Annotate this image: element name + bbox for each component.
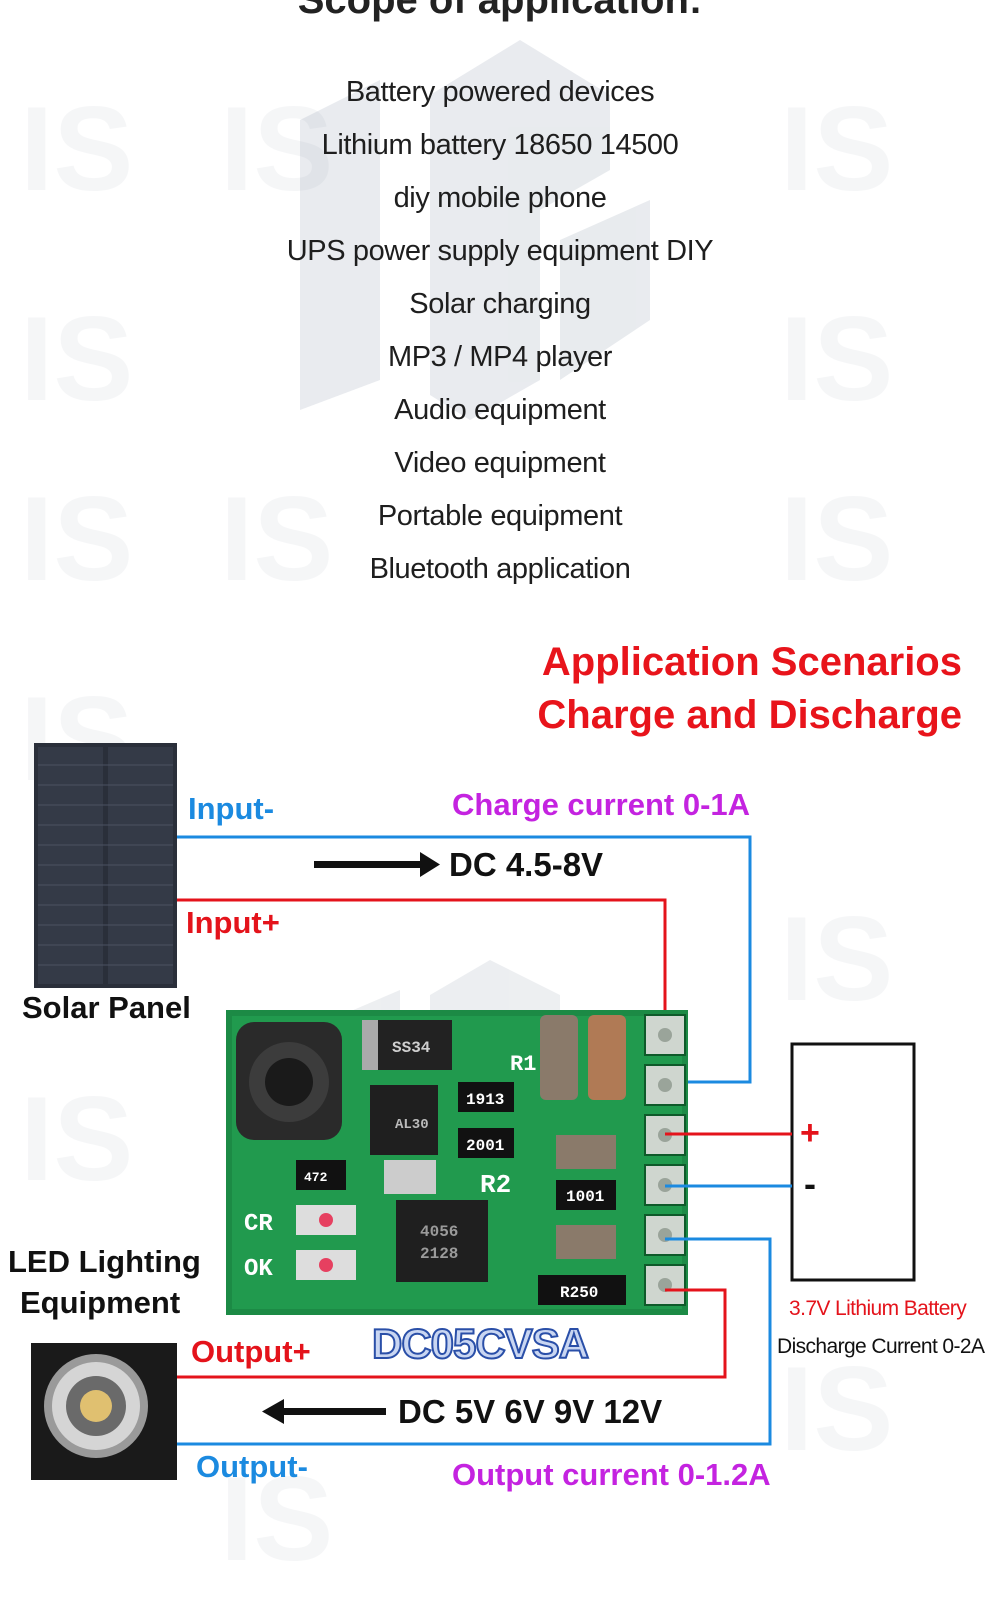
led-equipment-label-line2: Equipment [20,1285,181,1320]
svg-text:IS: IS [780,1342,893,1476]
input-minus-label: Input- [188,791,275,826]
dc-input-label: DC 4.5-8V [449,846,604,883]
list-item: Video equipment [394,447,606,479]
list-item: Portable equipment [377,500,623,532]
list-item: MP3 / MP4 player [387,341,613,373]
charge-current-label: Charge current 0-1A [452,787,751,822]
svg-text:IS: IS [780,892,893,1026]
pcb-res3-mark: 1001 [566,1188,604,1206]
output-plus-wire [177,1288,727,1379]
scenario-title-line1: Application Scenarios [541,640,962,684]
output-plus-label: Output+ [191,1334,311,1369]
scenario-title-line2: Charge and Discharge [537,693,962,737]
pcb-cr-mark: CR [244,1211,273,1238]
arrow-right-icon [314,852,440,877]
solar-panel-image [34,743,177,988]
pcb-ic2-line2: 2128 [420,1245,458,1263]
pcb-res2-mark: 2001 [466,1137,504,1155]
pcb-ic1-mark: AL30 [395,1117,429,1133]
solar-panel-label: Solar Panel [22,990,191,1025]
dc-output-label: DC 5V 6V 9V 12V [398,1393,663,1430]
pcb-res1-mark: 1913 [466,1091,504,1109]
battery-plus-sign: + [800,1114,820,1152]
arrow-left-icon [262,1399,386,1424]
svg-text:IS: IS [780,82,893,216]
svg-text:IS: IS [220,82,333,216]
input-plus-wire [177,898,667,1030]
pcb-res5-mark: 472 [304,1170,328,1185]
battery-label: 3.7V Lithium Battery [789,1297,967,1320]
led-equipment-label-line1: LED Lighting [8,1244,201,1279]
list-item: UPS power supply equipment DIY [286,235,714,267]
svg-text:IS: IS [220,1452,333,1586]
svg-text:IS: IS [20,472,133,606]
list-item: Audio equipment [394,394,606,426]
battery-box [790,1042,916,1282]
pcb-diode-mark: SS34 [392,1039,431,1057]
pcb-module: SS34 R1 R2 AL30 1913 2001 1001 R250 472 … [226,1010,688,1315]
pcb-res4-mark: R250 [560,1284,598,1302]
input-plus-label: Input+ [186,905,280,940]
list-item: Lithium battery 18650 14500 [321,129,679,161]
svg-text:IS: IS [20,292,133,426]
list-item: Battery powered devices [345,76,655,108]
battery-minus-sign: - [804,1163,816,1204]
module-model-label: DC05CVSA [371,1319,590,1368]
output-minus-wire [177,1237,772,1446]
list-item: Bluetooth application [369,553,631,585]
led-lamp-image [31,1343,177,1480]
pcb-r1-mark: R1 [510,1052,536,1077]
svg-text:IS: IS [220,472,333,606]
discharge-current-label: Discharge Current 0-2A [777,1335,985,1358]
svg-text:IS: IS [780,292,893,426]
list-item: diy mobile phone [393,182,607,214]
scope-list: Battery powered devices Lithium battery … [0,66,1000,596]
list-item: Solar charging [409,288,591,320]
output-minus-label: Output- [196,1449,308,1484]
input-minus-wire [177,835,752,1084]
pcb-r2-mark: R2 [480,1170,511,1200]
svg-text:IS: IS [20,82,133,216]
svg-text:IS: IS [780,472,893,606]
output-current-label: Output current 0-1.2A [452,1457,771,1492]
pcb-ic2-line1: 4056 [420,1223,458,1241]
svg-text:IS: IS [20,1072,133,1206]
scope-title: Scope of application: [297,0,703,22]
pcb-ok-mark: OK [244,1256,273,1283]
